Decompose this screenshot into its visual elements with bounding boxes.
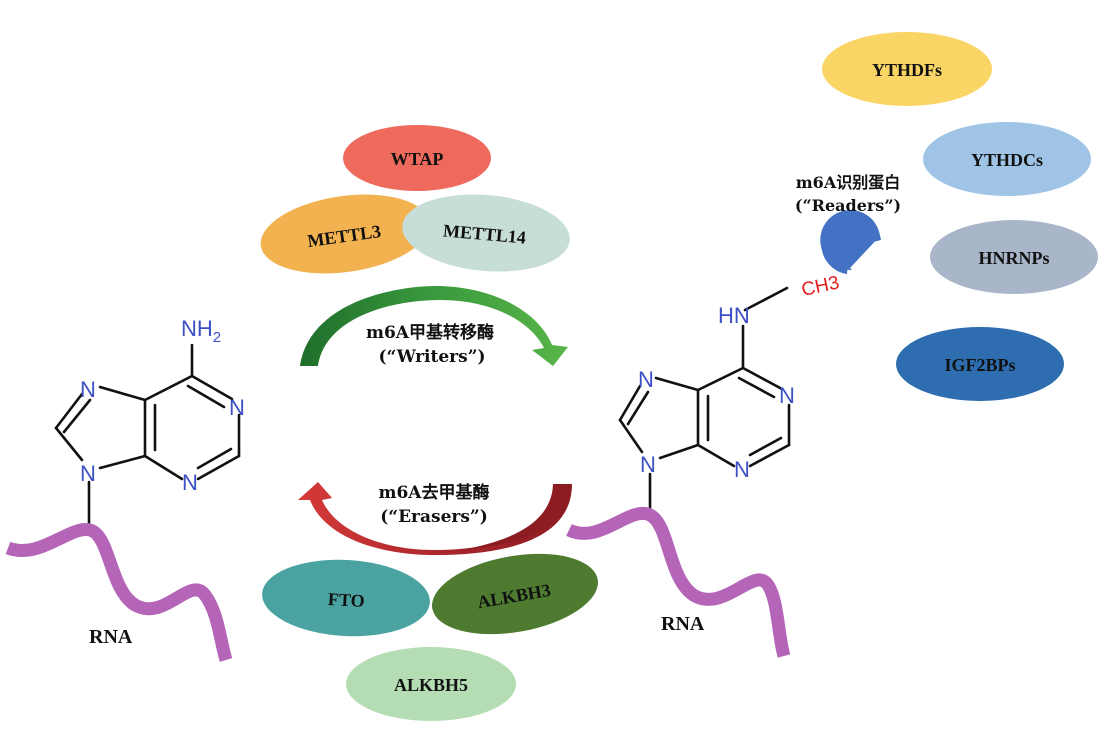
- erasers-caption-line1: m6A去甲基酶: [378, 482, 489, 503]
- bond: [98, 454, 147, 470]
- bond: [54, 392, 84, 430]
- erasers-arrow-tail: [460, 484, 571, 550]
- bond: [748, 443, 791, 468]
- protein-hnrnps: [930, 220, 1098, 294]
- readers-caption-line2: (“Readers”): [795, 196, 901, 215]
- protein-igf2bps-label: IGF2BPs: [944, 355, 1015, 375]
- rna-label-right: RNA: [661, 613, 705, 635]
- rna-strand-right: [566, 506, 791, 658]
- bond: [618, 384, 642, 422]
- reader-binding-shape-fill: [821, 214, 881, 274]
- bond: [618, 418, 644, 454]
- bond: [62, 398, 92, 434]
- ring-nitrogen: N: [182, 470, 198, 495]
- methyl-label: CH3: [800, 272, 842, 300]
- erasers-caption-line2: (“Erasers”): [380, 507, 488, 527]
- bond: [190, 374, 234, 401]
- bond: [186, 384, 226, 409]
- bond: [98, 385, 147, 402]
- amine-label: NH2: [181, 316, 221, 346]
- protein-alkbh5-label: ALKBH5: [394, 675, 468, 695]
- ring-nitrogen: N: [80, 461, 96, 486]
- protein-igf2bps: [896, 327, 1064, 401]
- bond: [696, 366, 745, 392]
- writers-caption-line1: m6A甲基转移酶: [366, 322, 494, 343]
- protein-alkbh3: [432, 553, 598, 635]
- bond: [654, 376, 700, 392]
- adenine-structure: NH2 N N N N: [54, 316, 245, 527]
- bond: [696, 443, 736, 468]
- writers-caption-line2: (“Writers”): [378, 347, 485, 367]
- m6a-structure: HN N N N N CH3: [618, 272, 842, 514]
- bond: [626, 390, 650, 426]
- protein-mettl14: [402, 194, 570, 272]
- readers-caption-line1: m6A识别蛋白: [796, 173, 900, 192]
- bond: [743, 286, 789, 312]
- bond: [741, 366, 784, 391]
- protein-wtap-label: WTAP: [391, 149, 444, 169]
- protein-ythdcs-label: YTHDCs: [971, 150, 1043, 170]
- protein-wtap: [343, 125, 491, 191]
- bond: [196, 447, 233, 470]
- protein-alkbh5: [346, 647, 516, 721]
- bond: [143, 374, 194, 402]
- rna-strand-left: [5, 523, 233, 662]
- protein-ythdfs-label: YTHDFs: [872, 60, 942, 80]
- ring-nitrogen: N: [638, 367, 654, 392]
- ring-nitrogen: N: [640, 452, 656, 477]
- protein-hnrnps-label: HNRNPs: [979, 248, 1050, 268]
- protein-mettl3: [260, 194, 430, 274]
- bond: [737, 376, 776, 399]
- writers-arrow: [300, 285, 568, 366]
- rna-label-left: RNA: [89, 626, 133, 648]
- bond: [54, 426, 84, 462]
- bond: [143, 454, 184, 481]
- ring-nitrogen: N: [779, 383, 795, 408]
- protein-fto: [262, 559, 430, 637]
- amine-label: HN: [718, 303, 750, 328]
- bond: [196, 454, 241, 481]
- protein-ythdcs: [923, 122, 1091, 196]
- bond: [748, 436, 783, 457]
- ring-nitrogen: N: [734, 457, 750, 482]
- bond: [658, 443, 700, 460]
- ring-nitrogen: N: [80, 377, 96, 402]
- ring-nitrogen: N: [229, 395, 245, 420]
- protein-fto-label: FTO: [327, 589, 365, 611]
- protein-ythdfs: [822, 32, 992, 106]
